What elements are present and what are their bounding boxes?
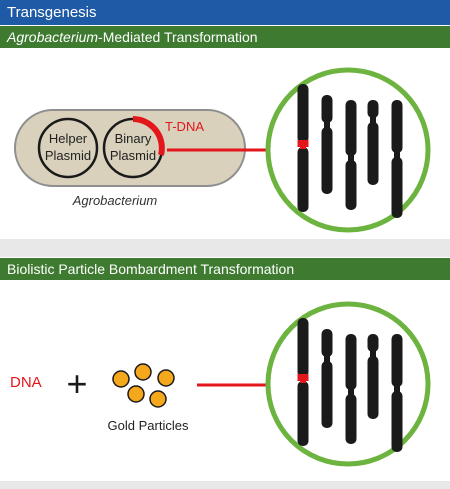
dna-label: DNA	[10, 374, 42, 391]
gold-particle	[127, 385, 145, 403]
chromosome-arm	[345, 334, 357, 390]
section-header-biolistic: Biolistic Particle Bombardment Transform…	[0, 258, 450, 280]
gold-particle	[157, 369, 175, 387]
section-title-rest: -Mediated Transformation	[98, 29, 258, 45]
chromosome-arm	[297, 147, 309, 212]
gold-particle	[134, 363, 152, 381]
chromosome-set-2	[297, 318, 403, 452]
chromosome-arm	[367, 122, 379, 185]
tdna-label: T-DNA	[165, 119, 204, 134]
centromere	[394, 385, 400, 393]
helper-plasmid-ring	[37, 117, 99, 179]
section-header-agrobacterium: Agrobacterium-Mediated Transformation	[0, 26, 450, 48]
chromosome-arm	[391, 334, 403, 387]
gold-particles-label: Gold Particles	[108, 418, 189, 433]
section-title: Biolistic Particle Bombardment Transform…	[7, 261, 295, 277]
centromere	[324, 121, 330, 129]
transgene-insert	[297, 374, 309, 381]
tdna-segment	[132, 116, 165, 156]
chromosome-arm	[391, 100, 403, 153]
chromosome-arm	[297, 318, 309, 377]
centromere	[348, 154, 354, 162]
chromosome-arm	[321, 127, 333, 194]
chromosome-arm	[367, 356, 379, 419]
chromosome-arm	[367, 100, 379, 118]
helper-plasmid: Helper Plasmid	[37, 117, 99, 179]
helper-plasmid-label-2: Plasmid	[45, 148, 91, 163]
helper-plasmid-label-1: Helper	[49, 131, 88, 146]
section-title-italic: Agrobacterium	[7, 29, 99, 45]
chromosome-arm	[345, 160, 357, 210]
chromosome-arm	[345, 394, 357, 444]
chromosome-arm	[321, 329, 333, 357]
centromere	[370, 116, 376, 124]
section-divider	[0, 239, 450, 257]
plant-cell-2	[265, 301, 431, 467]
binary-plasmid-label-1: Binary	[115, 131, 152, 146]
binary-plasmid: Binary Plasmid	[102, 116, 165, 179]
bacterium-label: Agrobacterium	[72, 193, 158, 208]
plant-cell-1	[265, 67, 431, 233]
centromere	[348, 388, 354, 396]
binary-plasmid-label-2: Plasmid	[110, 148, 156, 163]
centromere	[324, 355, 330, 363]
bottom-strip	[0, 481, 450, 489]
gold-particle	[112, 370, 130, 388]
chromosome-set-1	[297, 84, 403, 218]
transgene-insert	[297, 140, 309, 147]
gold-particles	[112, 363, 175, 408]
page-title: Transgenesis	[7, 4, 97, 21]
gold-particle	[149, 390, 167, 408]
chromosome-arm	[321, 95, 333, 123]
chromosome-arm	[345, 100, 357, 156]
chromosome-arm	[297, 84, 309, 143]
agrobacterium-cell	[14, 109, 246, 187]
title-bar: Transgenesis	[0, 0, 450, 25]
centromere	[394, 151, 400, 159]
chromosome-arm	[367, 334, 379, 352]
plus-sign: +	[66, 363, 87, 404]
chromosome-arm	[297, 381, 309, 446]
chromosome-arm	[321, 361, 333, 428]
chromosome-arm	[391, 391, 403, 452]
centromere	[370, 350, 376, 358]
bacterium-body	[14, 109, 246, 187]
chromosome-arm	[391, 157, 403, 218]
